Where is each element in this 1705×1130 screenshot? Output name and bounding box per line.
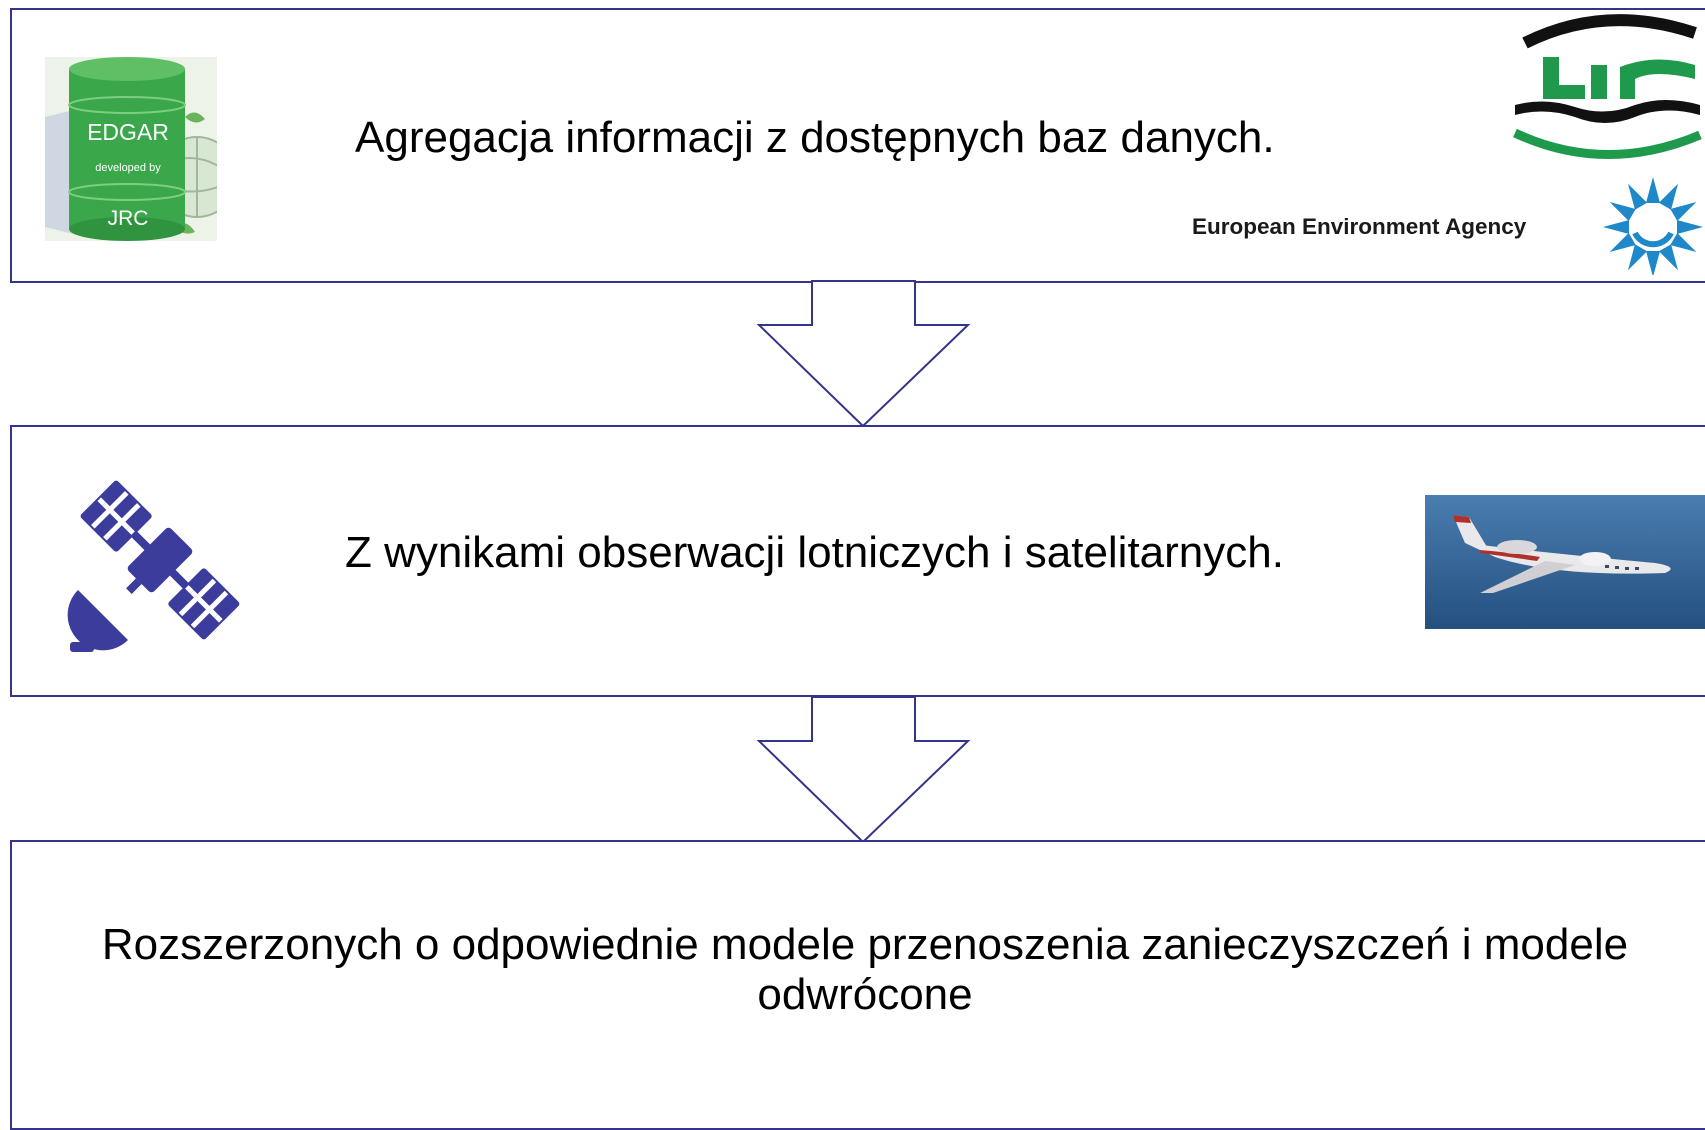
edgar-logo-subtitle: developed by bbox=[95, 162, 161, 174]
eea-sun-icon bbox=[1597, 175, 1705, 277]
step-box-observations bbox=[10, 425, 1705, 697]
step-box-data-aggregation bbox=[10, 8, 1705, 283]
iung-logo bbox=[1495, 5, 1705, 165]
edgar-logo-jrc: JRC bbox=[107, 207, 149, 230]
edgar-logo-title: EDGAR bbox=[87, 119, 169, 145]
satellite-icon bbox=[60, 460, 260, 660]
step-3-text: Rozszerzonych o odpowiednie modele przen… bbox=[101, 920, 1629, 1019]
eea-logo-label: European Environment Agency bbox=[1192, 214, 1527, 239]
step-box-transport-models bbox=[10, 840, 1705, 1130]
step-2-text: Z wynikami obserwacji lotniczych i satel… bbox=[345, 528, 1284, 577]
flow-arrow-down-1 bbox=[755, 280, 977, 428]
edgar-logo: EDGAR developed by JRC bbox=[45, 57, 238, 241]
step-1-text: Agregacja informacji z dostępnych baz da… bbox=[355, 113, 1275, 162]
flow-arrow-down-2 bbox=[755, 696, 977, 844]
research-aircraft-photo bbox=[1425, 495, 1705, 629]
